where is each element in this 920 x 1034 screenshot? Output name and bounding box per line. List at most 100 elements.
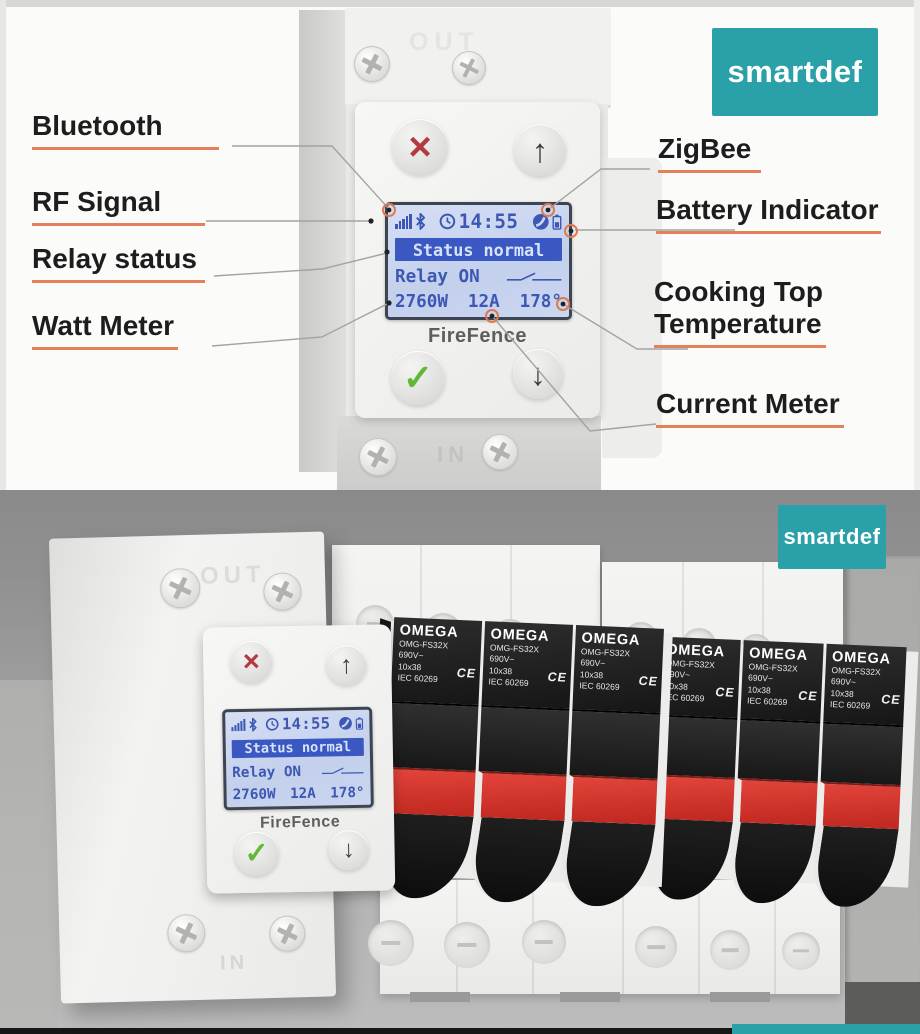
cancel-button: × [229,640,273,684]
terminal-cover [444,922,490,968]
bluetooth-icon [249,717,258,732]
confirm-button: ✓ [391,351,445,405]
fuse-body [569,710,661,779]
lcd-meter-line: 2760W 12A 178° [395,292,562,312]
installation-scene: OMEGA OMG-FS32X 690V~ 10x38 IEC 60269 CE… [0,490,920,1034]
terminal-screw [262,572,302,612]
lcd-time: 14:55 [458,210,519,233]
wall-highlight [0,680,58,1034]
fuse-carrier [723,822,816,906]
terminal-screw [482,434,518,470]
ce-mark-icon: CE [637,673,659,689]
module-seam [622,880,624,994]
brand-logo: smartdef [778,505,886,569]
check-icon: ✓ [402,357,434,398]
lcd-time: 14:55 [281,714,331,734]
battery-icon [552,214,562,230]
ce-mark-icon: CE [713,685,736,700]
lcd-relay-line: Relay ON [395,267,562,287]
label-cooking-top-temperature: Cooking Top Temperature [654,276,826,349]
device-name-label: FireFence [428,325,527,347]
up-button: ↑ [514,124,566,176]
device-bottom-terminal-block: IN [337,416,601,490]
label-current-meter: Current Meter [656,388,844,429]
ce-mark-icon: CE [546,669,569,685]
terminal-screw [268,915,306,953]
module-seam [698,880,700,994]
cancel-x-icon: × [242,645,261,678]
battery-icon [355,716,364,730]
fuse-holder: OMEGA OMG-FS32X 690V~ 10x38 IEC 60269 CE [555,625,664,909]
device-side-face [299,10,353,472]
label-zigbee: ZigBee [658,133,762,174]
ce-mark-icon: CE [796,688,819,704]
fuse-label: OMEGA OMG-FS32X 690V~ 10x38 IEC 60269 CE [572,625,664,715]
cooktop-temperature-value: 178° [330,784,365,802]
label-relay-status: Relay status [32,243,205,284]
zigbee-icon [338,716,352,730]
fuse-holder: OMEGA OMG-FS32X 690V~ 10x38 IEC 60269 CE [464,621,574,905]
terminal-label-in: IN [219,951,249,975]
terminal-cover [368,920,414,966]
module-foot [710,992,770,1002]
fuse-carrier-stripe [385,766,476,817]
brand-logo: smartdef [712,28,878,116]
rf-signal-icon [231,718,246,732]
fuse-holder: OMEGA OMG-FS32X 690V~ 10x38 IEC 60269 CE [806,643,907,909]
label-rf-signal: RF Signal [32,186,206,227]
ce-mark-icon: CE [455,665,478,681]
label-bluetooth: Bluetooth [32,110,219,151]
terminal-screw [359,438,397,476]
footer-accent-bar [732,1024,920,1034]
check-icon: ✓ [244,837,270,870]
fuse-carrier-stripe [735,778,818,826]
terminal-screw [166,913,206,953]
ce-mark-icon: CE [879,692,902,708]
terminal-label-in: IN [437,442,469,467]
fuse-label: OMEGA OMG-FS32X 690V~ 10x38 IEC 60269 CE [481,621,574,711]
module-seam [774,880,776,994]
lcd-screen: 14:55 Status normal Relay ON 2760W 12A 1… [222,706,374,811]
confirm-button: ✓ [234,831,280,877]
arrow-up-icon: ↑ [339,650,353,679]
rf-signal-icon [395,213,412,230]
arrow-down-icon: ↓ [342,836,355,864]
terminal-cover [710,930,750,970]
lcd-status-line: Status normal [395,238,562,262]
lcd-status-icons: 14:55 [231,714,364,734]
lcd-relay-line: Relay ON [232,763,364,781]
terminal-label-out: OUT [199,561,266,590]
clock-icon [265,718,279,731]
brand-logo-text: smartdef [727,54,863,89]
fuse-holder-group-right: OMEGA OMG-FS32X 690V~ 10x38 IEC 60269 CE… [638,636,919,910]
terminal-screw [354,46,390,82]
label-watt-meter: Watt Meter [32,310,179,351]
current-meter-value: 12A [289,785,316,803]
fuse-label: OMEGA OMG-FS32X 690V~ 10x38 IEC 60269 CE [740,640,824,724]
cooktop-temperature-value: 178° [519,292,562,312]
frame-edge-top [0,0,920,7]
current-meter-value: 12A [467,292,500,312]
label-line-2: Temperature [654,308,826,349]
terminal-cover [522,920,566,964]
footer-bar [0,1028,920,1034]
terminal-screw [159,567,201,609]
fuse-carrier [555,820,656,909]
zigbee-icon [532,213,549,230]
up-button: ↑ [326,644,367,686]
fuse-holder-group-left: OMEGA OMG-FS32X 690V~ 10x38 IEC 60269 CE… [371,617,673,909]
watt-meter-value: 2760W [395,292,448,312]
frame-edge-right [914,0,920,490]
fuse-carrier-stripe [476,770,567,821]
lcd-status-line: Status normal [231,738,364,759]
fuse-carrier [806,825,899,909]
fuse-label: OMEGA OMG-FS32X 690V~ 10x38 IEC 60269 CE [823,643,907,728]
module-foot [560,992,620,1002]
cancel-button: × [392,119,448,175]
relay-contact-icon [322,767,364,775]
frame-edge-left [0,0,6,490]
watt-meter-value: 2760W [232,786,276,804]
neighbor-module [602,158,662,458]
down-button: ↓ [328,829,369,871]
